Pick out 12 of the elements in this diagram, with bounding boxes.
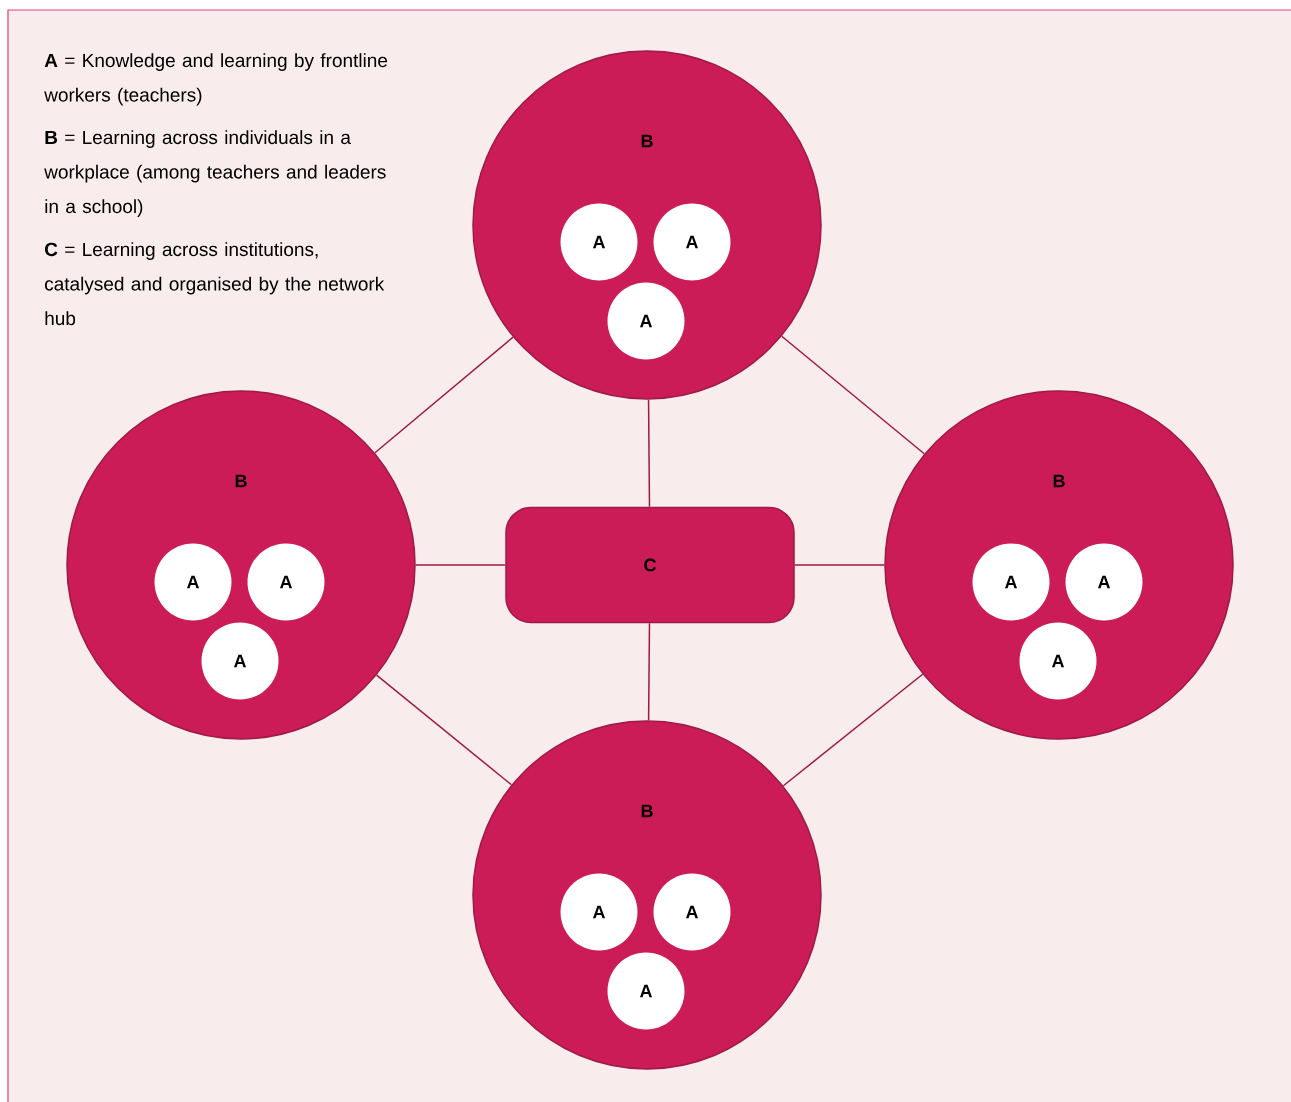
connector-line [647,622,651,721]
connector-line [415,564,506,566]
connector-line [794,564,885,566]
hub-box: C [505,506,795,624]
connector-line [781,335,925,455]
legend-entry: B = Learning across individuals in a workplace (among teachers and leaders in a school) [44,130,386,217]
connector-line [375,674,513,786]
legend-entry: C = Learning across institutions, catalysed and organised by the network hub [45,242,385,326]
connector-line [782,673,924,787]
connector-line [374,336,514,454]
legend-entry: A = Knowledge and learning by frontline workers (teachers) [44,53,388,106]
connector-line [647,398,651,508]
